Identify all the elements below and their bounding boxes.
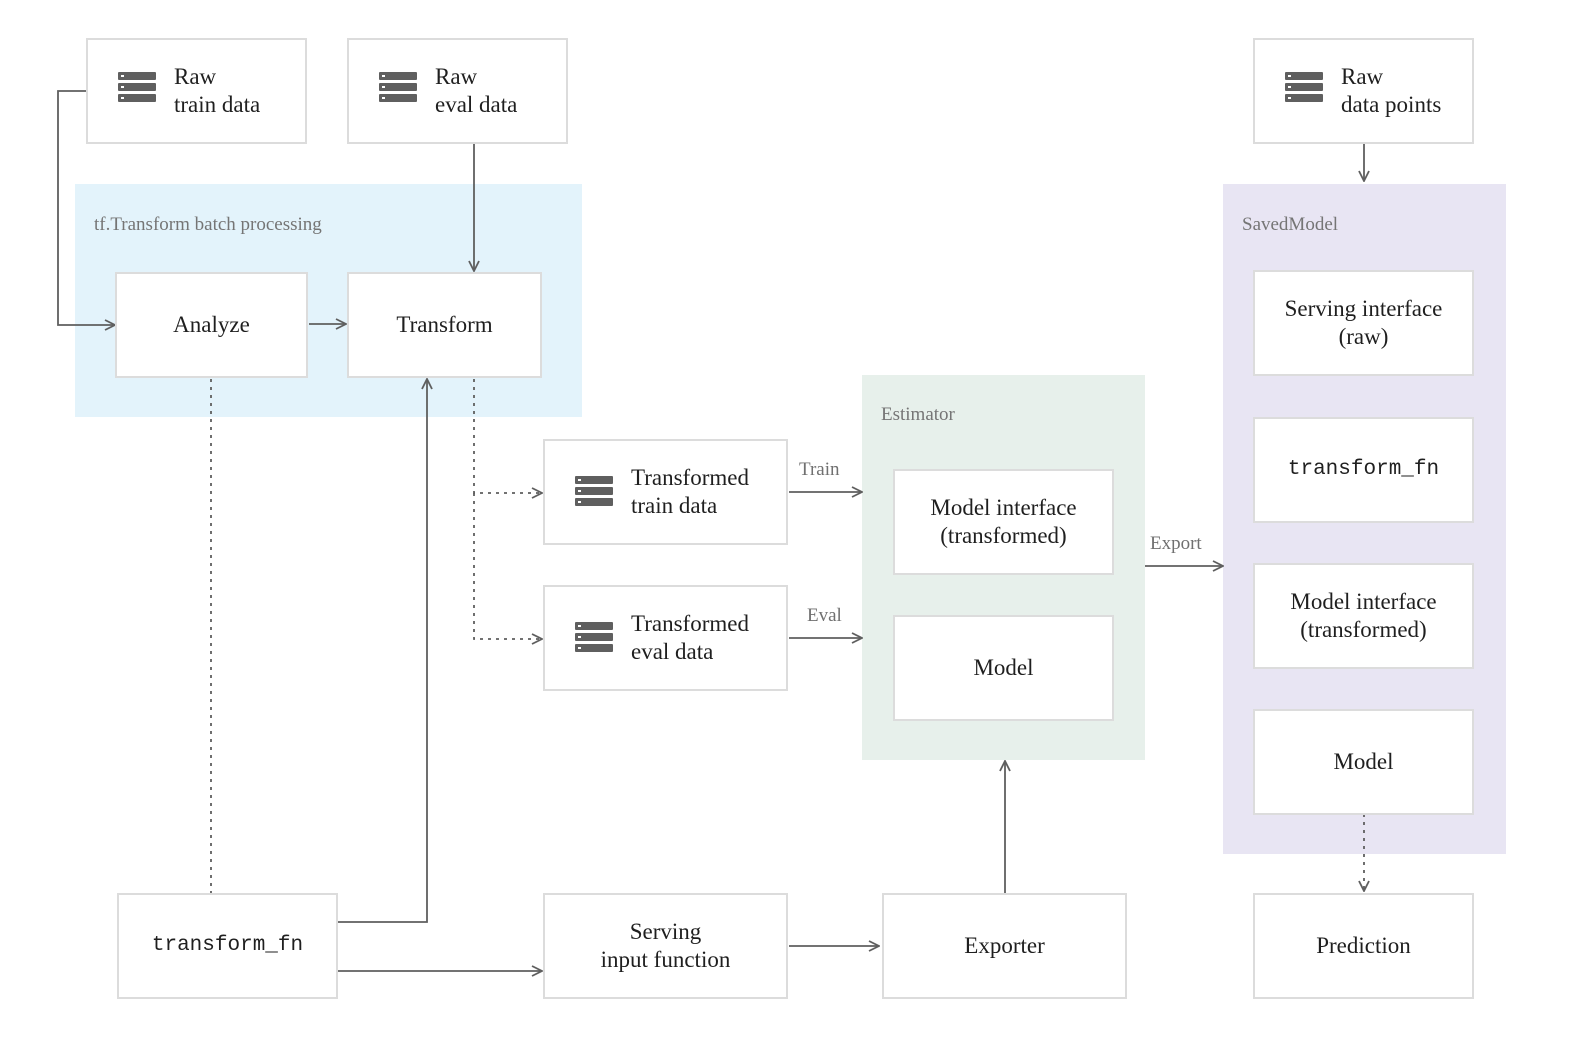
sm-mi-line2: (transformed) [1300, 617, 1427, 642]
raw-data-points-node: Raw data points [1253, 38, 1474, 144]
transform-fn-node: transform_fn [117, 893, 338, 999]
train-label: Train [799, 459, 840, 480]
transform-region-label: tf.Transform batch processing [94, 214, 322, 235]
database-icon [379, 72, 417, 102]
export-label: Export [1150, 533, 1202, 554]
raw-points-line2: data points [1341, 92, 1442, 117]
raw-train-data-node: Raw train data [86, 38, 307, 144]
savedmodel-model-interface-node: Model interface (transformed) [1253, 563, 1474, 669]
estimator-model-node: Model [893, 615, 1114, 721]
database-icon [118, 72, 156, 102]
transformed-eval-line1: Transformed [631, 611, 749, 636]
edge-raw-train-to-analyze [57, 90, 115, 325]
est-mi-line2: (transformed) [940, 523, 1067, 548]
savedmodel-transform-fn-node: transform_fn [1253, 417, 1474, 523]
transform-node: Transform [347, 272, 542, 378]
raw-eval-line1: Raw [435, 64, 478, 89]
raw-eval-data-node: Raw eval data [347, 38, 568, 144]
estimator-model-interface-node: Model interface (transformed) [893, 469, 1114, 575]
serving-raw-line1: Serving interface [1284, 296, 1443, 321]
raw-eval-line2: eval data [435, 92, 518, 117]
database-icon [575, 476, 613, 506]
serving-raw-line2: (raw) [1338, 324, 1389, 349]
savedmodel-model-node: Model [1253, 709, 1474, 815]
exporter-node: Exporter [882, 893, 1127, 999]
est-mi-line1: Model interface [930, 495, 1077, 520]
transformed-train-data-node: Transformed train data [543, 439, 788, 545]
edge-transform-to-transformed-train [473, 379, 542, 493]
raw-train-line1: Raw [174, 64, 217, 89]
transformed-train-line2: train data [631, 493, 718, 518]
analyze-node: Analyze [115, 272, 308, 378]
transformed-eval-line2: eval data [631, 639, 714, 664]
savedmodel-region-label: SavedModel [1242, 214, 1339, 235]
edge-transform-to-transformed-eval [473, 493, 542, 639]
prediction-node: Prediction [1253, 893, 1474, 999]
serving-input-line2: input function [600, 947, 731, 972]
serving-interface-raw-node: Serving interface (raw) [1253, 270, 1474, 376]
raw-train-line2: train data [174, 92, 261, 117]
database-icon [1285, 72, 1323, 102]
transformed-eval-data-node: Transformed eval data [543, 585, 788, 691]
transformed-train-line1: Transformed [631, 465, 749, 490]
estimator-region-label: Estimator [881, 404, 955, 425]
edge-transform-fn-to-transform [338, 379, 427, 923]
sm-mi-line1: Model interface [1290, 589, 1437, 614]
serving-input-line1: Serving [629, 919, 702, 944]
raw-points-line1: Raw [1341, 64, 1384, 89]
database-icon [575, 622, 613, 652]
serving-input-function-node: Serving input function [543, 893, 788, 999]
eval-label: Eval [807, 605, 842, 626]
